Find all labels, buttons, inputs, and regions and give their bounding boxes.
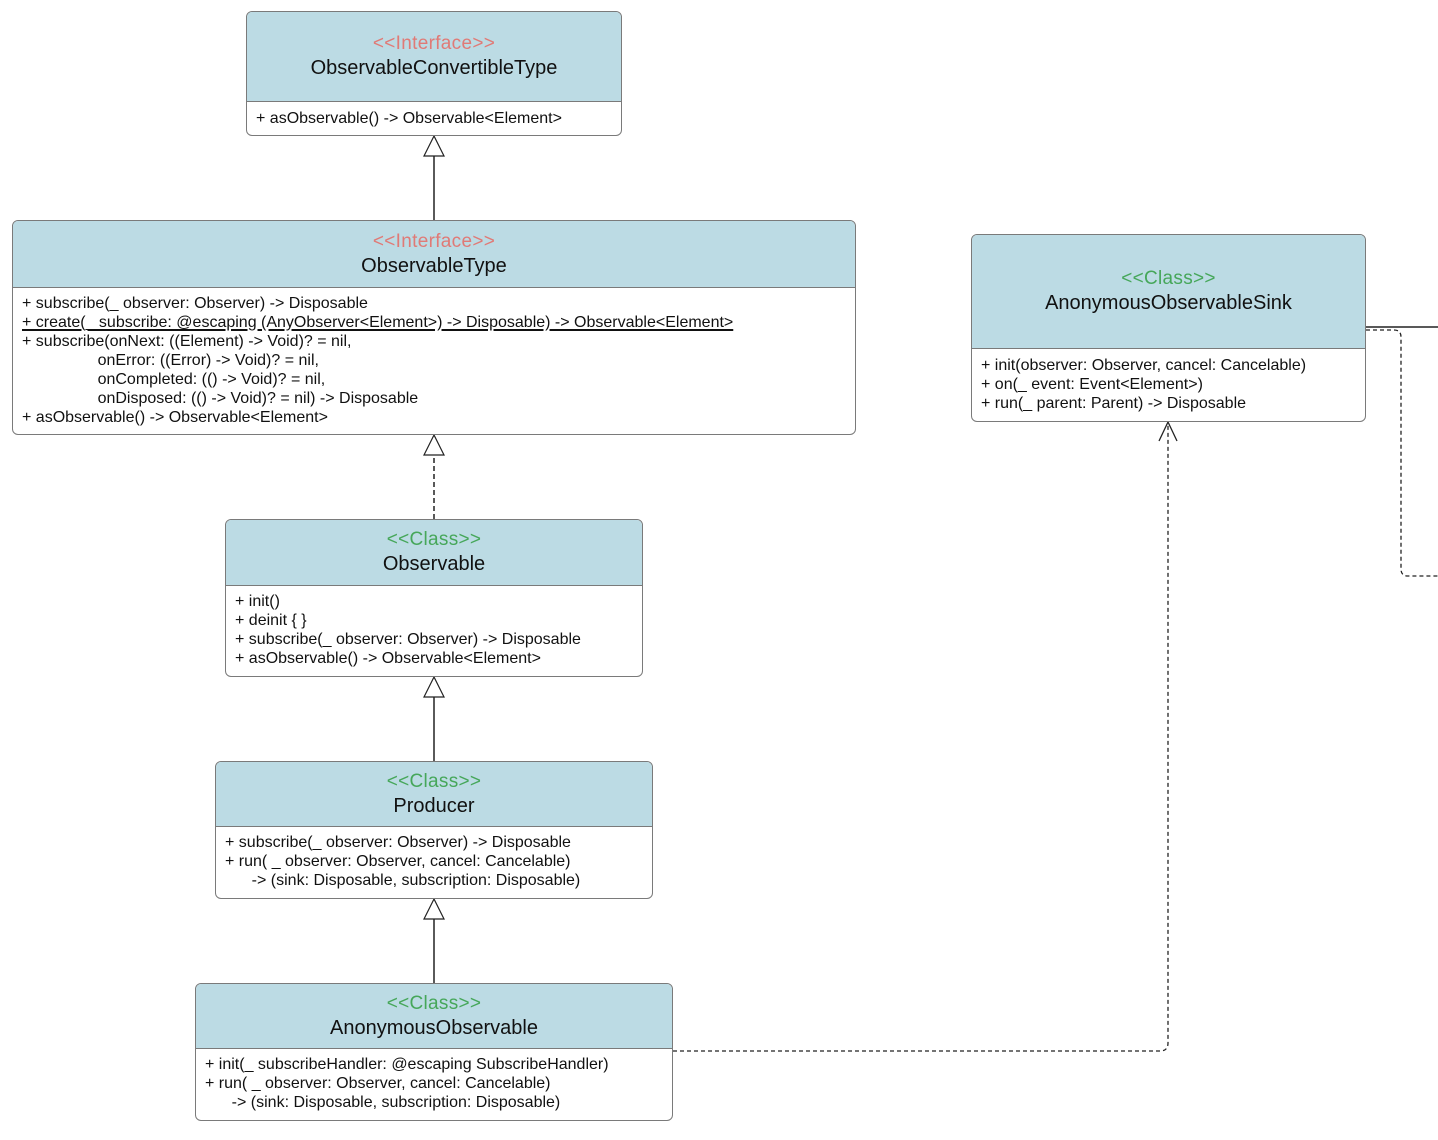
class-members: + asObservable() -> Observable<Element> xyxy=(247,102,621,128)
edge-dependency-anonymousobservable-sink xyxy=(673,420,1178,1052)
class-name: Observable xyxy=(382,553,486,575)
class-name: AnonymousObservable xyxy=(330,1016,538,1039)
class-header: <<Interface>> ObservableType xyxy=(13,221,855,288)
class-members: + subscribe(_ observer: Observer) -> Dis… xyxy=(216,827,652,890)
class-box-anonymous-observable-sink[interactable]: <<Class>> AnonymousObservableSink + init… xyxy=(971,234,1366,422)
class-header: <<Class>> AnonymousObservable xyxy=(196,984,672,1049)
class-members: + init(_ subscribeHandler: @escaping Sub… xyxy=(196,1049,672,1112)
edge-realization-observable xyxy=(423,433,445,519)
member: + run(_ parent: Parent) -> Disposable xyxy=(981,395,1247,412)
class-name: ObservableConvertibleType xyxy=(310,57,558,79)
member: -> (sink: Disposable, subscription: Disp… xyxy=(225,872,581,889)
edge-generalization-producer xyxy=(423,675,445,761)
class-members: + init() + deinit { } + subscribe(_ obse… xyxy=(226,586,642,668)
stereotype-label: <<Class>> xyxy=(1121,268,1216,289)
edge-dependency-sink-offscreen xyxy=(1366,329,1438,577)
stereotype-label: <<Interface>> xyxy=(372,33,496,54)
member: -> (sink: Disposable, subscription: Disp… xyxy=(205,1094,561,1111)
member: + asObservable() -> Observable<Element> xyxy=(22,409,328,426)
member: + asObservable() -> Observable<Element> xyxy=(256,110,562,127)
member: onCompleted: (() -> Void)? = nil, xyxy=(22,371,326,388)
class-header: <<Interface>> ObservableConvertibleType xyxy=(247,12,621,102)
member: + subscribe(_ observer: Observer) -> Dis… xyxy=(225,834,571,851)
stereotype-label: <<Class>> xyxy=(386,529,482,550)
member: + subscribe(_ observer: Observer) -> Dis… xyxy=(235,631,581,648)
member: + init(observer: Observer, cancel: Cance… xyxy=(981,357,1307,374)
member: + subscribe(onNext: ((Element) -> Void)?… xyxy=(22,333,352,350)
class-header: <<Class>> Producer xyxy=(216,762,652,827)
class-header: <<Class>> AnonymousObservableSink xyxy=(972,235,1365,349)
member: + init(_ subscribeHandler: @escaping Sub… xyxy=(205,1056,609,1073)
stereotype-label: <<Class>> xyxy=(386,992,482,1014)
class-name: Producer xyxy=(393,794,475,817)
edge-generalization-anonymousobservable xyxy=(423,897,445,983)
stereotype-label: <<Interface>> xyxy=(372,230,496,252)
member: + deinit { } xyxy=(235,612,307,629)
class-box-producer[interactable]: <<Class>> Producer + subscribe(_ observe… xyxy=(215,761,653,899)
member-static: + create(_ subscribe: @escaping (AnyObse… xyxy=(22,314,734,331)
class-box-observable-type[interactable]: <<Interface>> ObservableType + subscribe… xyxy=(12,220,856,435)
class-name: AnonymousObservableSink xyxy=(1045,292,1292,314)
class-box-anonymous-observable[interactable]: <<Class>> AnonymousObservable + init(_ s… xyxy=(195,983,673,1121)
class-members: + init(observer: Observer, cancel: Cance… xyxy=(972,349,1365,413)
member: + asObservable() -> Observable<Element> xyxy=(235,650,541,667)
stereotype-label: <<Class>> xyxy=(386,770,482,792)
member: onDisposed: (() -> Void)? = nil) -> Disp… xyxy=(22,390,419,407)
member: + on(_ event: Event<Element>) xyxy=(981,376,1203,393)
member: + run( _ observer: Observer, cancel: Can… xyxy=(205,1075,551,1092)
member: + subscribe(_ observer: Observer) -> Dis… xyxy=(22,295,368,312)
class-name: ObservableType xyxy=(361,254,507,277)
member: + init() xyxy=(235,593,280,610)
class-members: + subscribe(_ observer: Observer) -> Dis… xyxy=(13,288,855,427)
class-box-observable-convertible-type[interactable]: <<Interface>> ObservableConvertibleType … xyxy=(246,11,622,136)
class-box-observable[interactable]: <<Class>> Observable + init() + deinit {… xyxy=(225,519,643,677)
edge-generalization-observabletype xyxy=(423,134,445,220)
member: + run( _ observer: Observer, cancel: Can… xyxy=(225,853,571,870)
class-header: <<Class>> Observable xyxy=(226,520,642,586)
member: onError: ((Error) -> Void)? = nil, xyxy=(22,352,319,369)
